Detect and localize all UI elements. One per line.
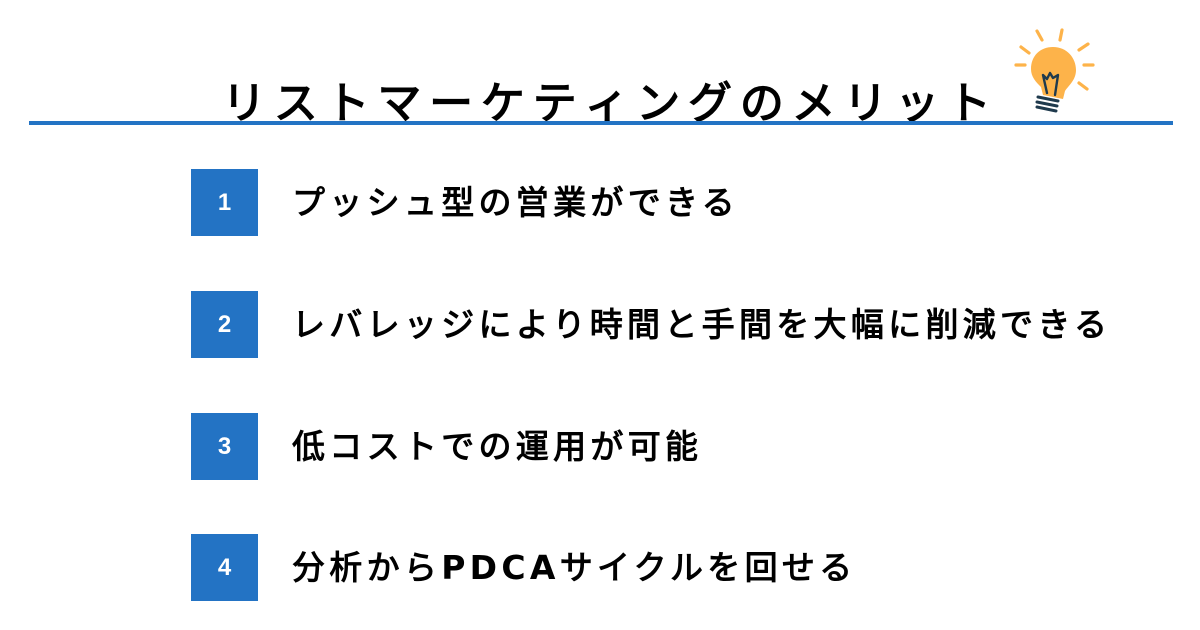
- merit-item-4: 4 分析からPDCAサイクルを回せる: [191, 534, 1151, 601]
- title-char: ト: [946, 78, 993, 130]
- title-char: ン: [636, 78, 682, 130]
- header-divider: [29, 121, 1173, 125]
- title-char: グ: [688, 78, 734, 130]
- merit-item-3: 3 低コストでの運用が可能: [191, 413, 1151, 480]
- title-char: ト: [325, 78, 371, 130]
- merit-text: プッシュ型の営業ができる: [292, 183, 739, 222]
- merit-text: レバレッジにより時間と手間を大幅に削減できる: [292, 305, 1112, 344]
- number-badge: 3: [191, 413, 258, 480]
- merit-item-2: 2 レバレッジにより時間と手間を大幅に削減できる: [191, 291, 1151, 358]
- page-title: リ ス ト マ ー ケ テ ィ ン グ の メ リ ッ ト: [222, 73, 992, 135]
- merit-text: 低コストでの運用が可能: [292, 427, 703, 466]
- title-char: ッ: [895, 78, 941, 130]
- title-char: メ: [791, 78, 837, 130]
- title-char: リ: [222, 78, 268, 130]
- title-char: テ: [532, 78, 578, 130]
- title-char: ス: [273, 78, 319, 130]
- title-char: の: [739, 78, 786, 130]
- title-char: ー: [429, 78, 475, 130]
- title-char: リ: [843, 78, 889, 130]
- lightbulb-icon: [1010, 25, 1100, 120]
- title-char: ケ: [480, 78, 527, 130]
- number-badge: 1: [191, 169, 258, 236]
- merit-item-1: 1 プッシュ型の営業ができる: [191, 169, 1151, 236]
- merit-text: 分析からPDCAサイクルを回せる: [292, 548, 857, 587]
- title-char: マ: [377, 78, 423, 130]
- number-badge: 2: [191, 291, 258, 358]
- number-badge: 4: [191, 534, 258, 601]
- title-char: ィ: [584, 78, 630, 130]
